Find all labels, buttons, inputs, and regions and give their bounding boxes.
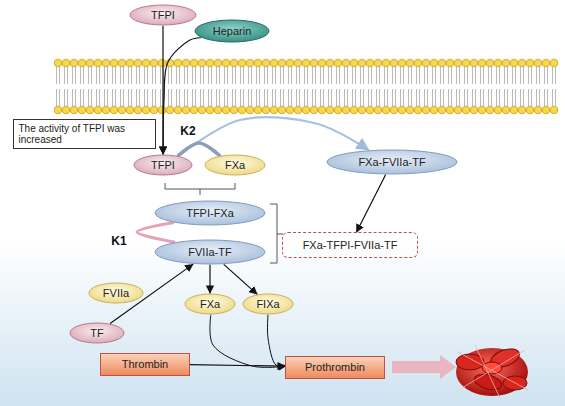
note-box: The activity of TFPI was increased — [13, 119, 156, 149]
node-label: FVIIa-TF — [188, 246, 231, 259]
ellipse-shape — [185, 294, 235, 314]
result-arrow — [392, 355, 456, 379]
ellipse-shape — [327, 150, 457, 174]
blood-clot-illustration — [456, 345, 528, 398]
complex-ellipse: FXa-FVIIa-TF — [326, 149, 458, 175]
enzyme-box: Thrombin — [100, 353, 190, 376]
node-label: TFPI-FXa — [186, 207, 234, 220]
connector — [162, 26, 163, 154]
connector — [178, 143, 219, 156]
node-label: FXa-FVIIa-TF — [358, 156, 425, 169]
protein-ellipse: TFPI — [133, 154, 193, 176]
node-label: FXa — [225, 159, 245, 172]
bracket — [270, 204, 283, 263]
node-label: TF — [90, 327, 103, 340]
heparin-ellipse: Heparin — [194, 19, 270, 43]
node-label: FXa — [200, 298, 220, 311]
connector — [224, 265, 257, 294]
node-label: FXa-TFPI-FVIIa-TF — [303, 239, 398, 252]
ellipse-shape — [70, 323, 124, 343]
node-label: The activity of TFPI was increased — [19, 123, 150, 146]
factor-ellipse: FIXa — [242, 293, 294, 315]
connector — [357, 175, 386, 232]
node-label: TFPI — [151, 159, 175, 172]
ellipse-shape — [155, 240, 265, 264]
node-label: FIXa — [256, 298, 279, 311]
connector — [163, 38, 200, 154]
ellipse-shape — [89, 283, 143, 303]
node-label: FVIIa — [103, 287, 129, 300]
connector — [179, 117, 368, 156]
connector — [190, 365, 285, 367]
node-label: Thrombin — [122, 358, 168, 371]
protein-ellipse: TF — [69, 322, 125, 344]
factor-ellipse: FXa — [184, 293, 236, 315]
bracket — [165, 183, 235, 195]
ellipse-shape — [134, 155, 192, 175]
node-label: TFPI — [151, 9, 175, 22]
protein-ellipse: TFPI — [129, 4, 197, 26]
edge-label: K1 — [111, 234, 126, 248]
factor-ellipse: FVIIa — [88, 282, 144, 304]
ellipse-shape — [195, 20, 269, 42]
connector — [209, 265, 210, 293]
connector — [267, 315, 285, 366]
edge-label: K2 — [180, 124, 195, 138]
ellipse-shape — [205, 155, 265, 175]
factor-ellipse: FXa — [204, 154, 266, 176]
node-label: Heparin — [213, 25, 252, 38]
enzyme-box: Prothrombin — [285, 356, 385, 379]
connector — [137, 223, 174, 242]
complex-box: FXa-TFPI-FVIIa-TF — [282, 232, 418, 258]
ellipse-shape — [243, 294, 293, 314]
ellipse-shape — [155, 201, 265, 225]
complex-ellipse: TFPI-FXa — [154, 200, 266, 226]
complex-ellipse: FVIIa-TF — [154, 239, 266, 265]
ellipse-shape — [130, 5, 196, 25]
background-gradient — [0, 240, 565, 406]
node-label: Prothrombin — [305, 361, 365, 374]
connector — [210, 315, 285, 367]
lipid-bilayer — [54, 59, 558, 114]
